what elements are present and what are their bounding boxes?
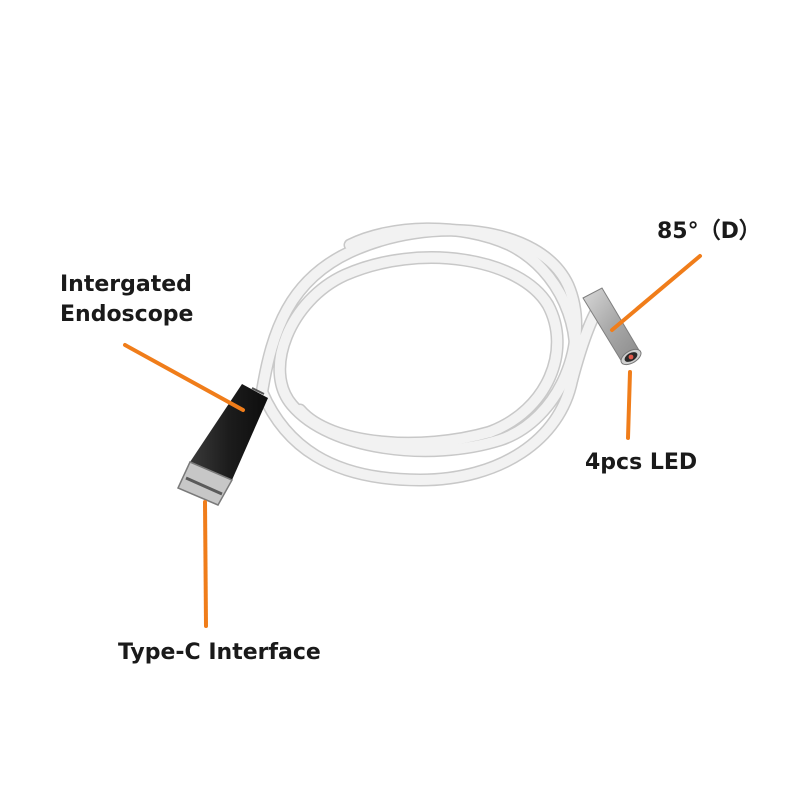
callout-endoscope: [123, 343, 245, 412]
callout-angle: [610, 254, 702, 332]
label-type-c-interface: Type-C Interface: [118, 640, 321, 665]
label-viewing-angle: 85°（D）: [657, 219, 761, 244]
callout-lines: [123, 254, 702, 628]
label-endoscope-line1: Intergated: [60, 272, 192, 297]
callout-led: [626, 370, 632, 440]
usb-type-c-connector: [176, 384, 268, 506]
label-integrated-endoscope: Intergated Endoscope: [60, 270, 193, 330]
callout-type-c: [203, 500, 208, 628]
camera-probe-tip: [582, 287, 642, 366]
label-led-count: 4pcs LED: [585, 450, 698, 475]
label-endoscope-line2: Endoscope: [60, 302, 194, 327]
white-coiled-cable: [255, 222, 607, 487]
led-glow: [628, 354, 634, 360]
